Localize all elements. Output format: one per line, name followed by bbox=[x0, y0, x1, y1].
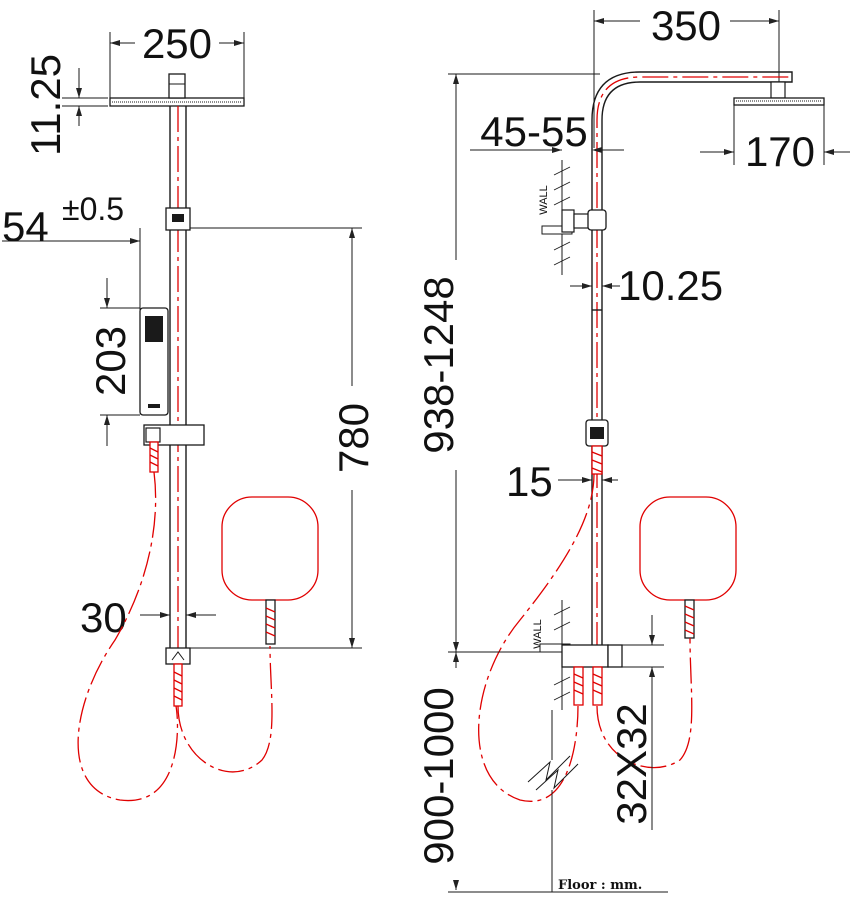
left-upper-bracket bbox=[165, 207, 191, 231]
dim-valve-block: 32X32 bbox=[608, 615, 664, 830]
left-rail bbox=[169, 106, 187, 648]
dim-head-thickness: 11.25 bbox=[22, 54, 108, 156]
dim-bracket-offset: 10.25 bbox=[570, 262, 723, 309]
dim-arm-reach: 350 bbox=[593, 2, 780, 148]
dim-rail-length: 780 bbox=[190, 227, 377, 649]
left-bottom-connector bbox=[165, 647, 191, 707]
right-hose-return bbox=[596, 637, 693, 769]
wall-label-upper: WALL bbox=[538, 185, 550, 215]
dim-label-hose-gap: 15 bbox=[506, 458, 553, 505]
dim-label-bracket-offset: 10.25 bbox=[618, 262, 723, 309]
left-hose-return bbox=[177, 645, 273, 773]
left-holder bbox=[143, 424, 205, 473]
right-upper-wall: WALL bbox=[538, 160, 607, 275]
dim-right-head-width: 170 bbox=[700, 105, 850, 175]
dim-hose-gap: 15 bbox=[506, 458, 618, 505]
right-hose bbox=[478, 473, 595, 802]
right-floor: Floor : mm. bbox=[448, 710, 668, 893]
dim-label-head-width: 250 bbox=[142, 20, 212, 67]
right-valve-block bbox=[561, 644, 623, 706]
dim-total-height: 938-1248 bbox=[415, 74, 462, 652]
right-lower-wall: WALL bbox=[532, 600, 571, 710]
right-middle-connector bbox=[585, 419, 609, 475]
right-hand-shower-face bbox=[639, 496, 737, 639]
left-view: 250 11.25 bbox=[2, 20, 377, 802]
left-hand-shower-face bbox=[221, 496, 319, 645]
dim-pipe-diameter: 30 bbox=[80, 594, 216, 641]
dim-valve-height: 900-1000 bbox=[415, 651, 562, 890]
dim-wall-gap: 45-55 bbox=[470, 108, 624, 155]
dim-label-total-height: 938-1248 bbox=[415, 276, 462, 454]
right-view: 350 170 bbox=[415, 2, 850, 893]
dim-label-valve-block: 32X32 bbox=[608, 703, 655, 824]
dim-label-wall-offset: 54 bbox=[2, 203, 49, 250]
left-hand-shower bbox=[139, 307, 169, 416]
right-shower-head bbox=[733, 81, 825, 106]
dim-label-valve-height: 900-1000 bbox=[415, 687, 462, 865]
left-hose bbox=[77, 471, 179, 802]
dim-label-hand-shower-length: 203 bbox=[87, 326, 134, 396]
dim-label-head-thickness: 11.25 bbox=[22, 54, 69, 156]
wall-label-lower: WALL bbox=[532, 619, 544, 649]
dim-hand-shower-length: 203 bbox=[87, 278, 140, 446]
dim-label-rail-length: 780 bbox=[330, 403, 377, 473]
dim-label-wall-offset-tolerance: ±0.5 bbox=[62, 191, 124, 227]
dim-head-width: 250 bbox=[109, 20, 245, 98]
left-shower-head bbox=[109, 73, 245, 107]
right-shower-arm bbox=[591, 71, 793, 648]
units-note: Floor : mm. bbox=[558, 878, 642, 893]
dim-wall-offset: 54 ±0.5 bbox=[2, 191, 141, 410]
dim-label-arm-reach: 350 bbox=[651, 2, 721, 49]
dim-label-wall-gap: 45-55 bbox=[480, 108, 587, 155]
dim-label-pipe-diameter: 30 bbox=[80, 594, 127, 641]
dim-label-right-head-width: 170 bbox=[745, 128, 815, 175]
